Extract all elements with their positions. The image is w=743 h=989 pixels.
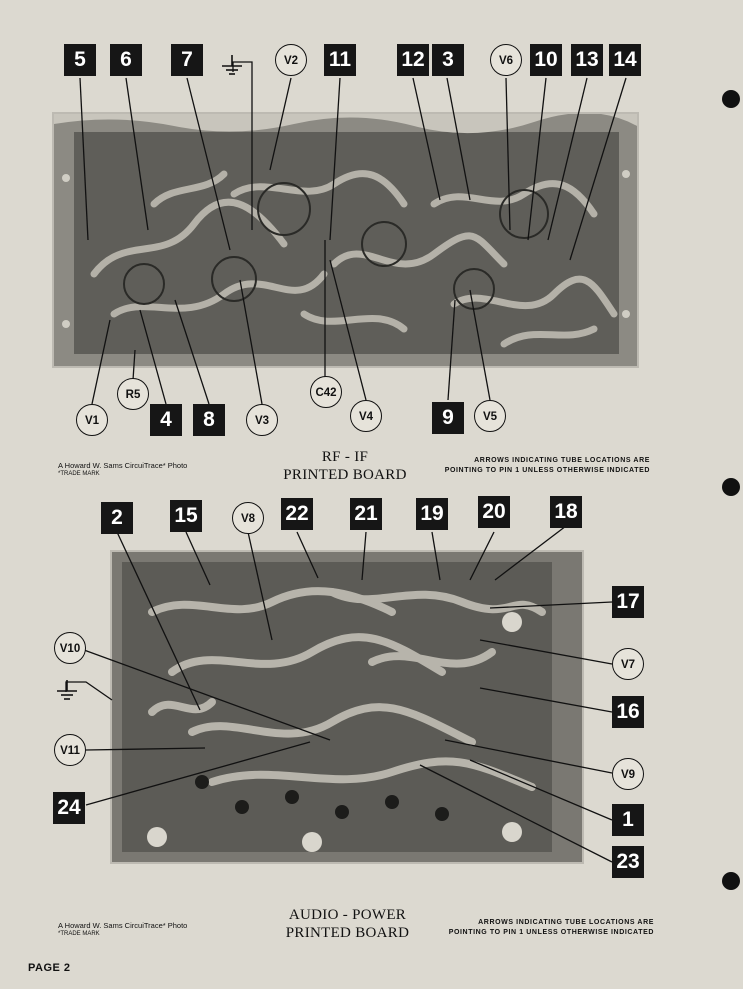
callout-21: 21: [350, 498, 382, 530]
audio-trademark-text: *TRADE MARK: [58, 931, 100, 937]
rf-title-line1: RF - IF: [321, 449, 369, 465]
audio-title-line2: PRINTED BOARD: [285, 925, 410, 941]
tube-callout-v1: V1: [76, 404, 108, 436]
binder-hole-bottom: [722, 872, 740, 890]
rf-title-line2: PRINTED BOARD: [283, 467, 407, 483]
audio-power-board-photo: [110, 550, 584, 864]
rf-if-board-photo: [52, 112, 639, 368]
tube-callout-v11: V11: [54, 734, 86, 766]
audio-credit-text: A Howard W. Sams CircuiTrace* Photo: [58, 921, 188, 930]
callout-20: 20: [478, 496, 510, 528]
tube-callout-v9: V9: [612, 758, 644, 790]
callout-11: 11: [324, 44, 356, 76]
tube-callout-v4: V4: [350, 400, 382, 432]
callout-14: 14: [609, 44, 641, 76]
tube-callout-v3: V3: [246, 404, 278, 436]
callout-4: 4: [150, 404, 182, 436]
audio-photo-credit: A Howard W. Sams CircuiTrace* Photo *TRA…: [58, 921, 187, 939]
binder-hole-middle: [722, 478, 740, 496]
callout-c42: C42: [310, 376, 342, 408]
page-number: PAGE 2: [28, 962, 71, 974]
binder-hole-top: [722, 90, 740, 108]
callout-9: 9: [432, 402, 464, 434]
callout-15: 15: [170, 500, 202, 532]
callout-17: 17: [612, 586, 644, 618]
callout-22: 22: [281, 498, 313, 530]
callout-10: 10: [530, 44, 562, 76]
callout-18: 18: [550, 496, 582, 528]
callout-7: 7: [171, 44, 203, 76]
callout-16: 16: [612, 696, 644, 728]
tube-callout-v10: V10: [54, 632, 86, 664]
callout-1: 1: [612, 804, 644, 836]
callout-3: 3: [432, 44, 464, 76]
rf-note-line1: ARROWS INDICATING TUBE LOCATIONS ARE: [474, 457, 650, 464]
rf-board-title: RF - IF PRINTED BOARD: [260, 448, 430, 484]
rf-photo-credit: A Howard W. Sams CircuiTrace* Photo *TRA…: [58, 461, 187, 479]
audio-note-line2: POINTING TO PIN 1 UNLESS OTHERWISE INDIC…: [448, 929, 654, 936]
rf-trademark-text: *TRADE MARK: [58, 471, 100, 477]
tube-callout-v8: V8: [232, 502, 264, 534]
callout-5: 5: [64, 44, 96, 76]
callout-12: 12: [397, 44, 429, 76]
callout-24: 24: [53, 792, 85, 824]
rf-arrow-note: ARROWS INDICATING TUBE LOCATIONS ARE POI…: [420, 456, 650, 476]
ground-icon: [222, 55, 242, 75]
rf-note-line2: POINTING TO PIN 1 UNLESS OTHERWISE INDIC…: [444, 467, 650, 474]
audio-arrow-note: ARROWS INDICATING TUBE LOCATIONS ARE POI…: [424, 918, 654, 938]
audio-title-line1: AUDIO - POWER: [288, 907, 407, 923]
callout-13: 13: [571, 44, 603, 76]
audio-note-line1: ARROWS INDICATING TUBE LOCATIONS ARE: [478, 919, 654, 926]
audio-board-title: AUDIO - POWER PRINTED BOARD: [255, 906, 440, 942]
callout-19: 19: [416, 498, 448, 530]
ground-icon: [57, 680, 77, 700]
tube-callout-v2: V2: [275, 44, 307, 76]
callout-r5: R5: [117, 378, 149, 410]
callout-8: 8: [193, 404, 225, 436]
callout-23: 23: [612, 846, 644, 878]
tube-callout-v7: V7: [612, 648, 644, 680]
tube-callout-v5: V5: [474, 400, 506, 432]
rf-credit-text: A Howard W. Sams CircuiTrace* Photo: [58, 461, 188, 470]
tube-callout-v6: V6: [490, 44, 522, 76]
callout-6: 6: [110, 44, 142, 76]
callout-2: 2: [101, 502, 133, 534]
